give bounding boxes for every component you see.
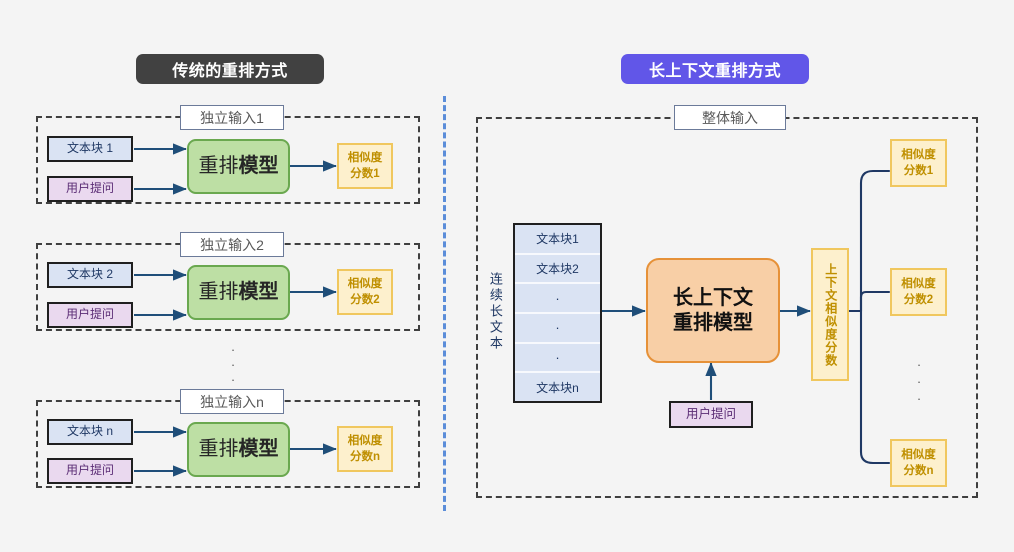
left-panel-title-badge: 传统的重排方式 (136, 54, 324, 84)
ellipsis-dot: · (916, 391, 922, 406)
group-n-label: 独立输入n (180, 389, 284, 414)
output-score-2-line2: 分数2 (903, 293, 934, 306)
group-1-label: 独立输入1 (180, 105, 284, 130)
output-similarity-score-n: 相似度 分数n (890, 439, 947, 487)
output-score-1-line2: 分数1 (903, 164, 934, 177)
right-panel-title-badge: 长上下文重排方式 (621, 54, 809, 84)
rerank-model-2: 重排模型 (187, 265, 290, 320)
ellipsis-dot: · (916, 374, 922, 389)
whole-input-label: 整体输入 (674, 105, 786, 130)
panel-divider (443, 96, 446, 511)
output-score-n-line1: 相似度 (901, 448, 936, 461)
chunk-box-n: 文本块 n (47, 419, 133, 445)
similarity-score-2: 相似度 分数2 (337, 269, 393, 315)
ellipsis-dot: · (230, 342, 236, 357)
output-similarity-score-1: 相似度 分数1 (890, 139, 947, 187)
query-box-right: 用户提问 (669, 401, 753, 428)
rerank-model-n-suffix: 模型 (238, 438, 279, 460)
right-panel-ellipsis: · · · (914, 357, 924, 406)
rerank-model-n: 重排模型 (187, 422, 290, 477)
similarity-score-2-line2: 分数2 (350, 293, 380, 306)
ellipsis-dot: · (230, 357, 236, 372)
chunk-stack-row: 文本块2 (515, 255, 600, 285)
chunk-stack-row: 文本块n (536, 380, 579, 395)
similarity-score-1: 相似度 分数1 (337, 143, 393, 189)
long-text-label: 连续长文本 (486, 262, 504, 362)
output-similarity-score-2: 相似度 分数2 (890, 268, 947, 316)
chunk-stack-row: · (515, 314, 600, 344)
query-box-1: 用户提问 (47, 176, 133, 202)
ellipsis-dot: · (916, 357, 922, 372)
ellipsis-dot: · (230, 372, 236, 387)
chunk-stack-row: 文本块1 (515, 225, 600, 255)
query-box-2: 用户提问 (47, 302, 133, 328)
rerank-model-1-suffix: 模型 (238, 155, 279, 177)
output-score-n-line2: 分数n (903, 464, 934, 477)
long-context-model-line2: 重排模型 (673, 311, 753, 334)
chunk-stack-row: · (515, 284, 600, 315)
rerank-model-n-prefix: 重排 (198, 438, 239, 460)
long-text-label-text: 连续长文本 (487, 272, 503, 352)
similarity-score-1-line1: 相似度 (347, 151, 383, 164)
rerank-model-1: 重排模型 (187, 139, 290, 194)
long-context-rerank-model: 长上下文 重排模型 (646, 258, 780, 363)
rerank-model-2-prefix: 重排 (198, 281, 239, 303)
output-score-2-line1: 相似度 (901, 277, 936, 290)
chunk-box-2: 文本块 2 (47, 262, 133, 288)
similarity-score-n-line2: 分数n (349, 450, 381, 463)
context-similarity-score-text: 上下文相似度分数 (823, 262, 838, 367)
output-score-1-line1: 相似度 (901, 148, 936, 161)
long-context-model-line1: 长上下文 (673, 286, 753, 309)
chunk-box-1: 文本块 1 (47, 136, 133, 162)
similarity-score-n: 相似度 分数n (337, 426, 393, 472)
query-box-n: 用户提问 (47, 458, 133, 484)
left-panel-ellipsis: · · · (228, 342, 238, 387)
group-2-label: 独立输入2 (180, 232, 284, 257)
context-similarity-score-box: 上下文相似度分数 (811, 248, 849, 381)
similarity-score-2-line1: 相似度 (347, 277, 383, 290)
rerank-model-2-suffix: 模型 (238, 281, 279, 303)
similarity-score-1-line2: 分数1 (350, 167, 380, 180)
chunk-stack: 文本块1 文本块2 · · · 文本块n (513, 223, 602, 403)
rerank-model-1-prefix: 重排 (198, 155, 239, 177)
similarity-score-n-line1: 相似度 (347, 434, 383, 447)
chunk-stack-row: · (515, 344, 600, 374)
